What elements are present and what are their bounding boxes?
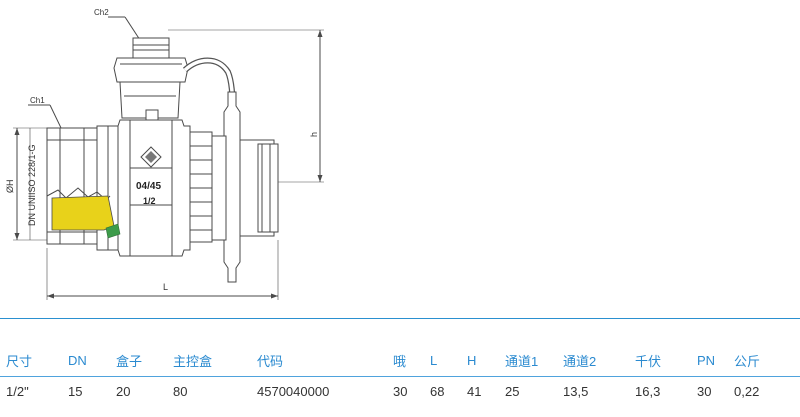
label-l: L <box>163 282 168 292</box>
label-ch1: Ch1 <box>30 96 45 105</box>
label-dn-standard: DN UNIISO 228/1-G <box>27 144 37 226</box>
table-cell: 0,22 <box>734 383 760 399</box>
table-header-row: 尺寸 DN 盒子 主控盒 代码 哦 L H 通道1 通道2 千伏 PN 公斤 <box>0 345 800 377</box>
col-box-header: 盒子 <box>110 345 167 377</box>
table-cell: 1/2" <box>6 383 29 399</box>
col-kg-header: 公斤 <box>728 345 800 377</box>
valve-technical-drawing: Ch2 Ch1 ØH DN UNIISO 228/1-G h L 04/45 1… <box>5 8 324 300</box>
col-dn-header: DN <box>62 345 110 377</box>
table-cell: 20 <box>116 383 131 399</box>
table-cell: 16,3 <box>635 383 661 399</box>
col-l-header: L <box>424 345 461 377</box>
table-cell: 30 <box>697 383 712 399</box>
table-cell: 25 <box>505 383 520 399</box>
label-h: h <box>309 132 319 137</box>
table-cell: 41 <box>467 383 482 399</box>
brass-section-highlight <box>51 195 115 231</box>
label-oh: ØH <box>5 180 15 194</box>
body-marking-bottom: 1/2 <box>143 196 156 206</box>
col-channel1-header: 通道1 <box>499 345 557 377</box>
table-cell: 30 <box>393 383 408 399</box>
table-cell: 80 <box>173 383 188 399</box>
col-pn-header: PN <box>691 345 728 377</box>
col-size-header: 尺寸 <box>0 345 62 377</box>
col-o-header: 哦 <box>387 345 424 377</box>
col-channel2-header: 通道2 <box>557 345 629 377</box>
table-cell: 68 <box>430 383 445 399</box>
table-cell: 15 <box>68 383 83 399</box>
table-cell: 4570040000 <box>257 383 330 399</box>
col-master-box-header: 主控盒 <box>167 345 251 377</box>
body-marking-top: 04/45 <box>136 181 161 192</box>
seal-highlight <box>105 223 121 239</box>
table-row: 1/2" 15 20 80 4570040000 30 68 41 25 13,… <box>0 377 800 406</box>
section-divider <box>0 318 800 319</box>
col-code-header: 代码 <box>251 345 387 377</box>
col-kv-header: 千伏 <box>629 345 691 377</box>
label-ch2: Ch2 <box>94 8 109 17</box>
spec-table: 尺寸 DN 盒子 主控盒 代码 哦 L H 通道1 通道2 千伏 PN 公斤 1… <box>0 345 800 405</box>
table-cell: 13,5 <box>563 383 589 399</box>
col-h-header: H <box>461 345 499 377</box>
